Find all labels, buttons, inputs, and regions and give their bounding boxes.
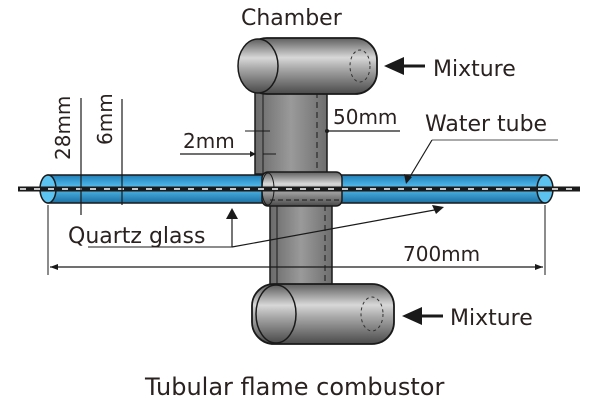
chamber-neck-bottom — [269, 204, 333, 288]
dim-700mm-line — [47, 205, 546, 275]
mixture-arrow-bottom — [402, 307, 443, 325]
dim-700mm-label: 700mm — [403, 242, 480, 266]
quartz-glass-label: Quartz glass — [68, 224, 205, 249]
quartz-glass-leader — [88, 205, 444, 248]
dim-28mm-label: 28mm — [51, 96, 75, 160]
dim-6mm-label: 6mm — [93, 93, 117, 145]
mixture-top-label: Mixture — [433, 57, 516, 82]
water-tube-leader — [404, 139, 558, 184]
chamber-label: Chamber — [241, 6, 343, 31]
mixture-arrow-top — [384, 57, 425, 75]
dim-50mm-line — [325, 129, 400, 133]
dim-2mm-label: 2mm — [183, 129, 235, 153]
chamber-top — [237, 37, 378, 95]
water-tube-label: Water tube — [425, 112, 547, 137]
dim-2mm-line — [180, 130, 276, 157]
dim-50mm-label: 50mm — [333, 105, 397, 129]
diagram-title: Tubular flame combustor — [144, 373, 444, 401]
mixture-bottom-label: Mixture — [450, 306, 533, 331]
chamber-bottom — [251, 283, 395, 345]
chamber-neck-top — [254, 91, 328, 175]
